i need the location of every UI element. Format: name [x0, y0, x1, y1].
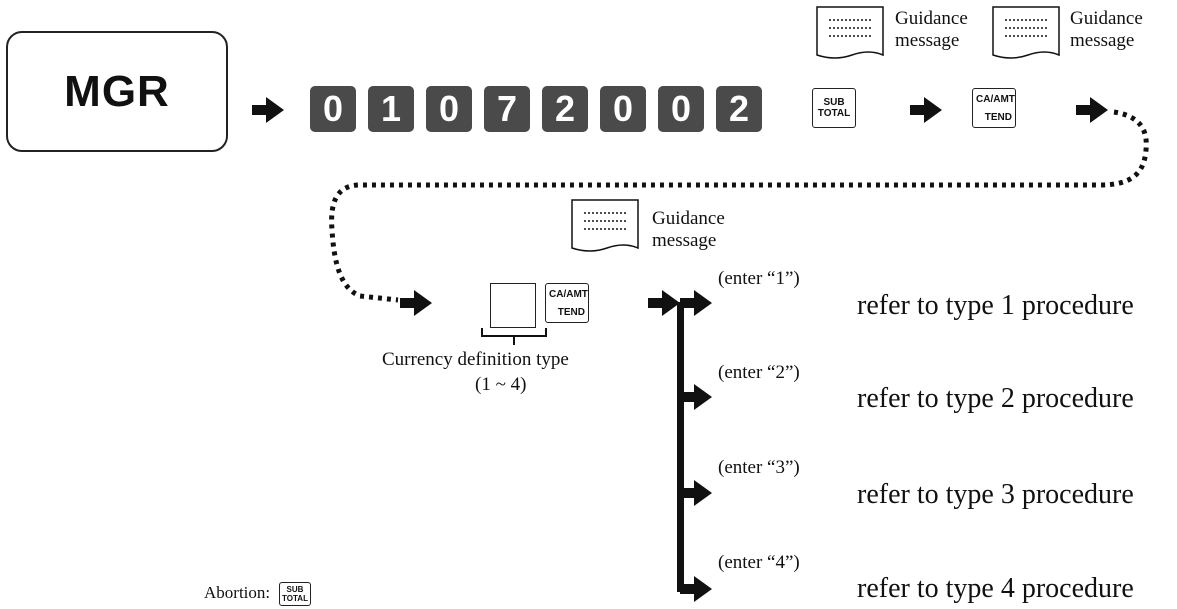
subtotal-key-line2: TOTAL — [282, 594, 308, 603]
numeric-key: 2 — [716, 86, 762, 132]
branch-refer-label: refer to type 2 procedure — [857, 383, 1134, 414]
numeric-key: 1 — [368, 86, 414, 132]
branch-enter-label: (enter “2”) — [718, 362, 800, 383]
numeric-key: 0 — [310, 86, 356, 132]
numeric-key: 0 — [426, 86, 472, 132]
currency-definition-caption: Currency definition type — [382, 349, 569, 370]
ca-amt-label: CA/AMT — [549, 289, 588, 300]
arrow-right-icon — [680, 290, 712, 316]
subtotal-key: SUB TOTAL — [812, 88, 856, 128]
ca-amt-label: CA/AMT — [976, 94, 1015, 105]
numeric-key: 7 — [484, 86, 530, 132]
receipt-icon — [992, 6, 1060, 59]
mgr-mode-key: MGR — [6, 31, 228, 152]
arrow-right-icon — [400, 290, 432, 316]
tend-label: TEND — [984, 112, 1012, 123]
branch-refer-label: refer to type 4 procedure — [857, 573, 1134, 604]
numeric-key: 0 — [600, 86, 646, 132]
subtotal-key-line1: SUB — [286, 585, 304, 594]
subtotal-key: SUB TOTAL — [279, 582, 311, 606]
currency-type-input-box — [490, 283, 536, 328]
arrow-right-icon — [680, 480, 712, 506]
currency-range-caption: (1 ~ 4) — [475, 374, 527, 395]
branch-refer-label: refer to type 1 procedure — [857, 290, 1134, 321]
tend-label: TEND — [557, 307, 585, 318]
arrow-right-icon — [252, 97, 284, 123]
arrow-right-icon — [680, 384, 712, 410]
branch-enter-label: (enter “1”) — [718, 268, 800, 289]
receipt-icon — [571, 199, 639, 252]
subtotal-key-line2: TOTAL — [817, 108, 851, 119]
arrow-right-icon — [1076, 97, 1108, 123]
branch-enter-label: (enter “4”) — [718, 552, 800, 573]
ca-amt-tend-key: CA/AMT TEND — [972, 88, 1016, 128]
arrow-right-icon — [680, 576, 712, 602]
dotted-connector — [329, 109, 1149, 303]
abortion-label: Abortion: — [204, 583, 271, 602]
numeric-key: 2 — [542, 86, 588, 132]
arrow-right-icon — [910, 97, 942, 123]
arrow-right-icon — [648, 290, 680, 316]
receipt-icon — [816, 6, 884, 59]
numeric-key: 0 — [658, 86, 704, 132]
branch-refer-label: refer to type 3 procedure — [857, 479, 1134, 510]
subtotal-key-line1: SUB — [823, 97, 845, 108]
branch-enter-label: (enter “3”) — [718, 457, 800, 478]
ca-amt-tend-key: CA/AMT TEND — [545, 283, 589, 323]
